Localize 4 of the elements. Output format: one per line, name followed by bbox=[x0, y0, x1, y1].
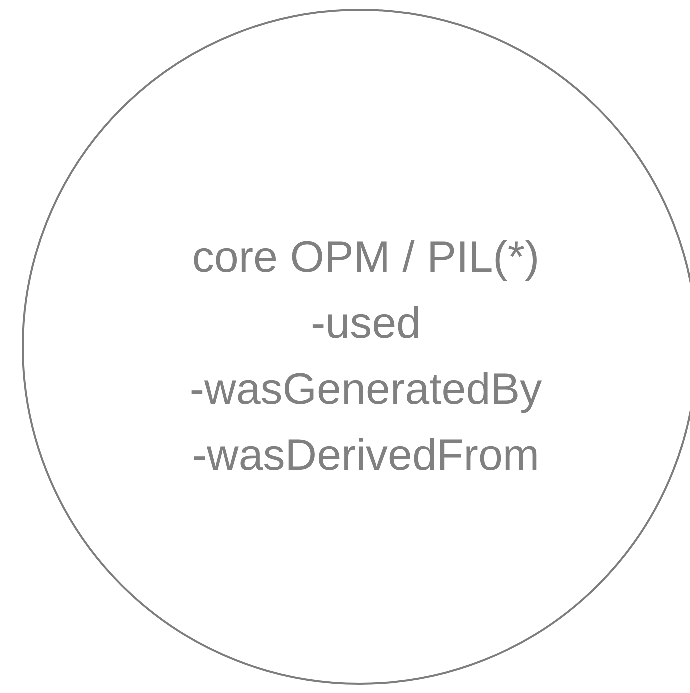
list-item: -used bbox=[310, 298, 422, 350]
list-item: -wasGeneratedBy bbox=[190, 364, 542, 416]
node-heading: core OPM / PIL(*) bbox=[192, 232, 540, 284]
list-item: -wasDerivedFrom bbox=[192, 430, 540, 482]
